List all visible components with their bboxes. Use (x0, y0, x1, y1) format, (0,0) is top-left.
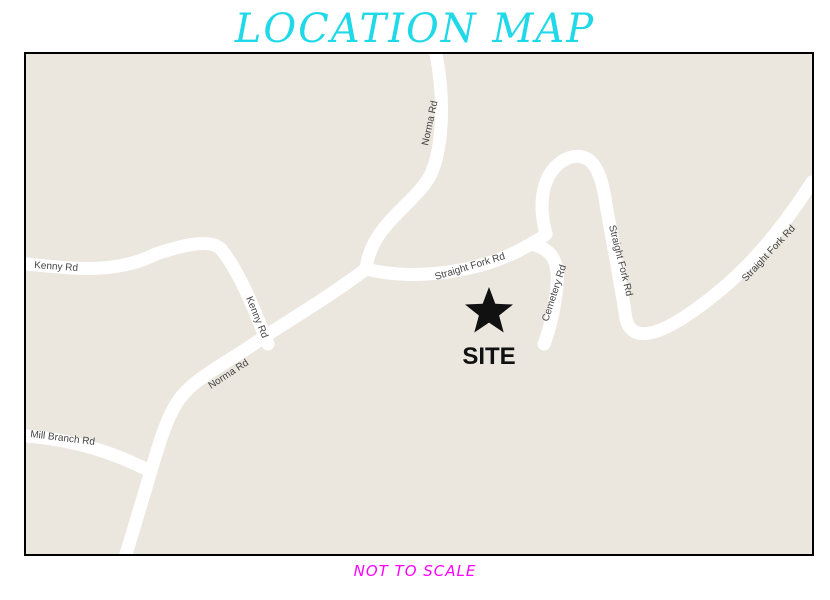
label-kenny-south: Kenny Rd (243, 295, 270, 340)
road-mill-branch (26, 429, 153, 476)
site-label: SITE (462, 343, 515, 370)
map-title: LOCATION MAP (234, 6, 596, 52)
scale-note: NOT TO SCALE (353, 562, 477, 580)
road-network (26, 54, 812, 554)
location-map[interactable]: Norma Rd Norma Rd Kenny Rd Kenny Rd Stra… (24, 52, 814, 556)
road-kenny-west (26, 237, 228, 275)
map-canvas: Norma Rd Norma Rd Kenny Rd Kenny Rd Stra… (26, 54, 812, 554)
road-norma-main (119, 262, 373, 554)
star-icon (465, 287, 513, 333)
road-cemetery (524, 237, 564, 351)
road-norma-north (359, 54, 448, 276)
road-straight-fork-east (535, 149, 812, 341)
label-kenny-west: Kenny Rd (34, 260, 79, 274)
road-kenny-south (214, 242, 275, 351)
